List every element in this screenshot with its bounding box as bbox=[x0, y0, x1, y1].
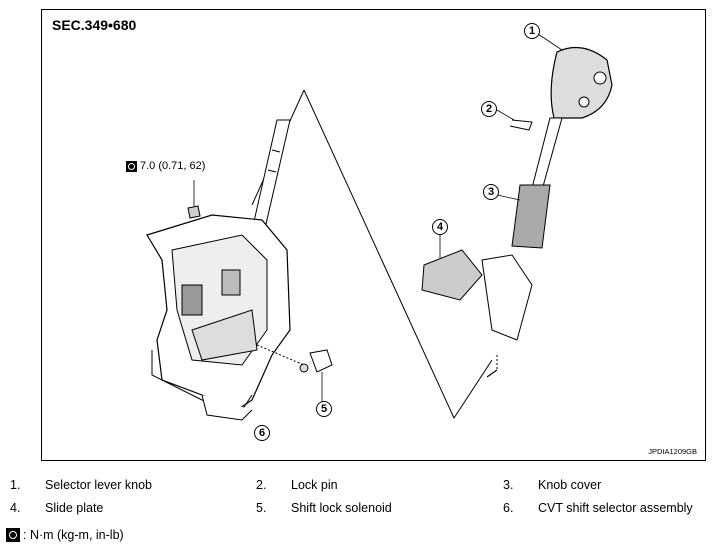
callout-6: 6 bbox=[254, 425, 270, 441]
figure-id: JPDIA1209GB bbox=[648, 447, 697, 456]
torque-wrench-icon bbox=[6, 528, 20, 542]
slide-plate bbox=[421, 249, 483, 301]
torque-spec: 7.0 (0.71, 62) bbox=[126, 160, 205, 172]
leader-line bbox=[303, 89, 493, 420]
unit-note-text: : N·m (kg-m, in-lb) bbox=[23, 528, 124, 542]
callout-5: 5 bbox=[316, 401, 332, 417]
unit-note: : N·m (kg-m, in-lb) bbox=[6, 528, 124, 542]
callout-4: 4 bbox=[432, 219, 448, 235]
callout-1: 1 bbox=[524, 23, 540, 39]
lock-pin bbox=[509, 119, 533, 131]
torque-value: 7.0 (0.71, 62) bbox=[140, 160, 206, 172]
knob-cover bbox=[511, 184, 551, 249]
torque-wrench-icon bbox=[126, 160, 137, 172]
selector-knob bbox=[550, 46, 613, 119]
diagram-frame: SEC.349•680 7.0 (0.71, 62) 1 2 3 4 5 6 J… bbox=[41, 9, 706, 461]
callout-3: 3 bbox=[483, 184, 499, 200]
callout-2: 2 bbox=[481, 101, 497, 117]
shift-lock-solenoid bbox=[309, 349, 333, 373]
exploded-view-drawing bbox=[146, 29, 613, 421]
section-label: SEC.349•680 bbox=[52, 17, 137, 33]
